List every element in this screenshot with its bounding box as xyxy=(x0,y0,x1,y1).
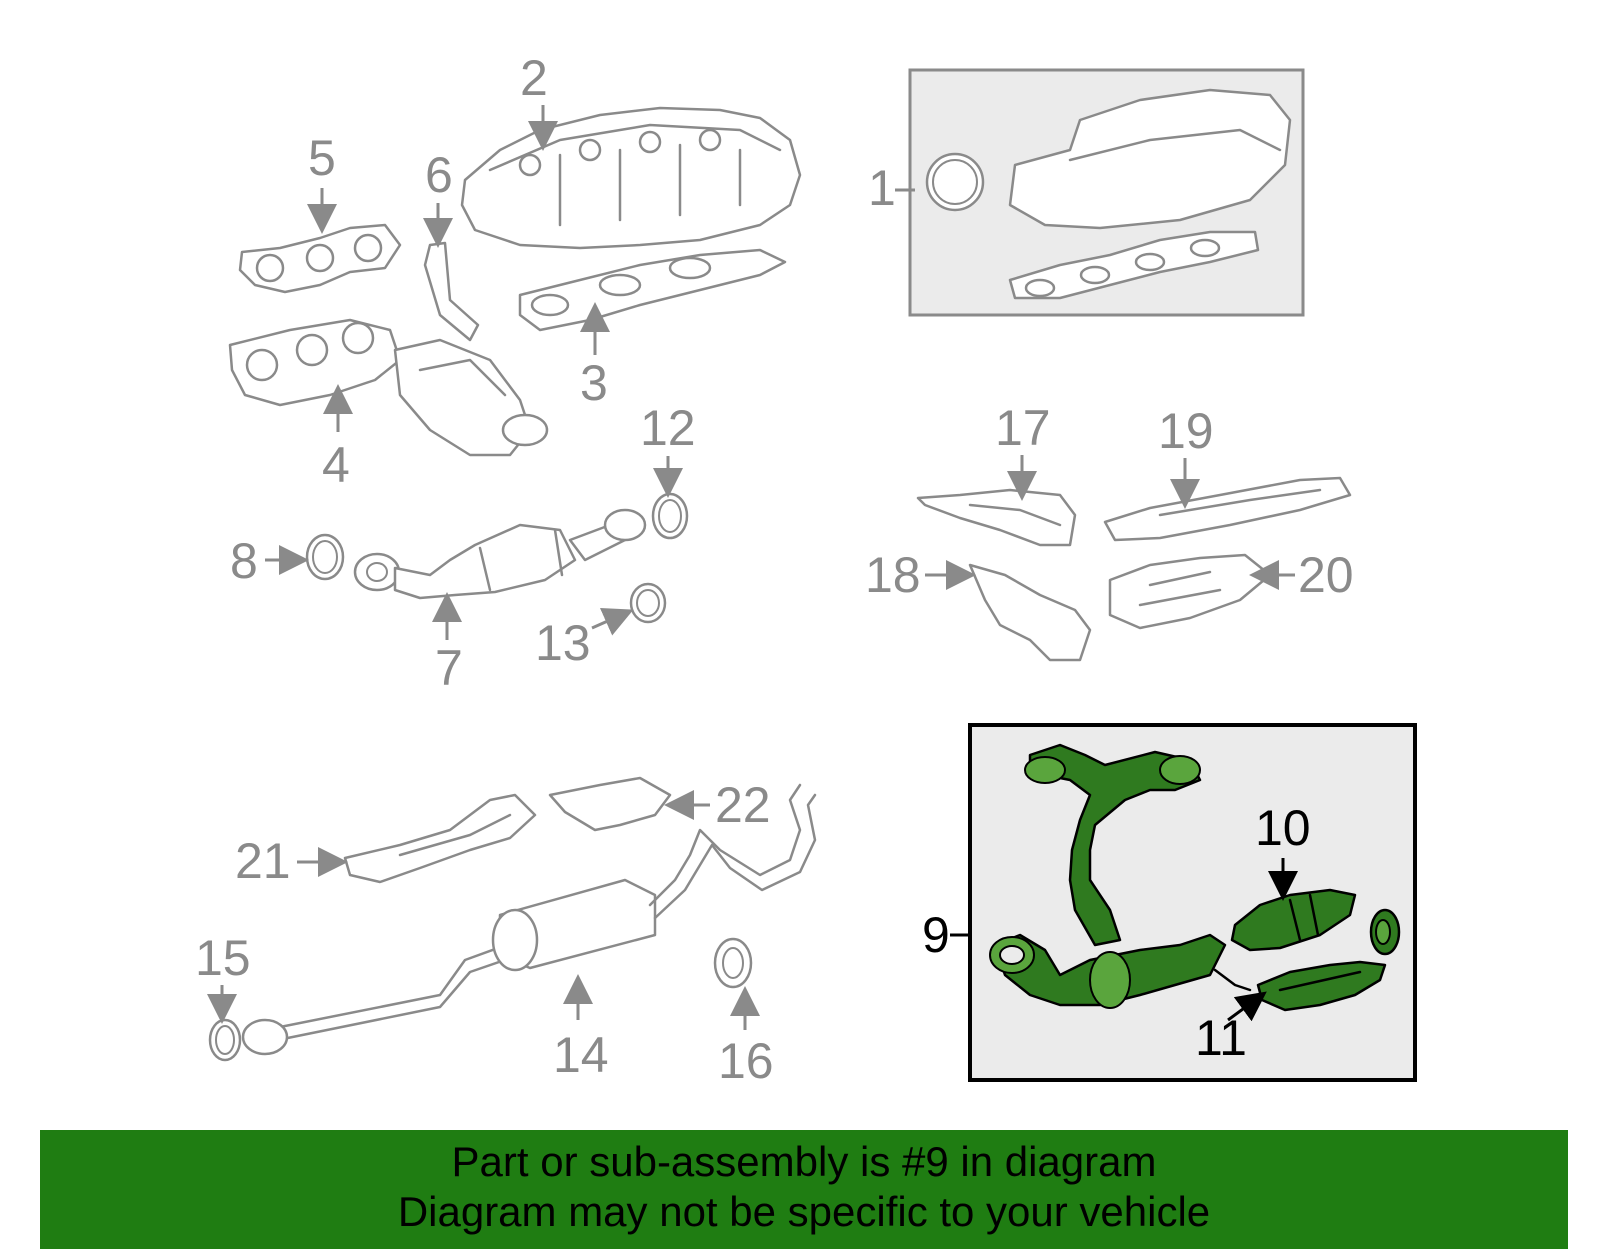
intake-assembly-box[interactable] xyxy=(908,68,1305,317)
callout-6: 6 xyxy=(425,147,453,203)
callout-21: 21 xyxy=(235,833,291,889)
bracket-part[interactable] xyxy=(423,241,480,342)
front-converter-part[interactable] xyxy=(989,933,1252,1009)
callout-11: 11 xyxy=(1195,1010,1247,1066)
banner-line-1: Part or sub-assembly is #9 in diagram xyxy=(451,1138,1157,1185)
gasket-15-part[interactable] xyxy=(208,1018,242,1062)
callout-18: 18 xyxy=(865,547,921,603)
muffler-part[interactable] xyxy=(241,783,817,1056)
callout-8: 8 xyxy=(230,533,258,589)
banner-line-2: Diagram may not be specific to your vehi… xyxy=(397,1188,1211,1235)
callout-15: 15 xyxy=(195,930,251,986)
callout-16: 16 xyxy=(718,1033,774,1089)
heat-shield-21-part[interactable] xyxy=(343,793,537,884)
callout-14: 14 xyxy=(553,1027,609,1083)
callout-17: 17 xyxy=(995,400,1051,456)
front-pipe-part[interactable] xyxy=(353,508,647,600)
heat-shield-19-part[interactable] xyxy=(1103,476,1352,542)
callout-4: 4 xyxy=(322,437,350,493)
leader-11 xyxy=(1227,991,1267,1022)
y-pipe-part[interactable] xyxy=(1024,743,1202,947)
manifold-gasket-part[interactable] xyxy=(518,248,787,332)
callout-7: 7 xyxy=(435,640,463,696)
gasket-12-part[interactable] xyxy=(651,492,689,540)
highlighted-assembly-box[interactable] xyxy=(968,723,1417,1082)
shield-11-part[interactable] xyxy=(1256,960,1387,1012)
callout-9: 9 xyxy=(922,907,950,963)
hanger-16-part[interactable] xyxy=(713,937,753,989)
heat-shield-17-part[interactable] xyxy=(916,488,1077,547)
callout-1: 1 xyxy=(868,160,896,216)
gasket-8-part[interactable] xyxy=(305,533,345,581)
callout-19: 19 xyxy=(1158,403,1214,459)
callout-3: 3 xyxy=(580,355,608,411)
callout-2: 2 xyxy=(520,50,548,106)
leader-13 xyxy=(591,608,634,636)
intake-manifold-part[interactable] xyxy=(460,106,802,250)
callout-12: 12 xyxy=(640,400,696,456)
exhaust-gasket-part[interactable] xyxy=(238,223,402,294)
gasket-13-part[interactable] xyxy=(629,582,667,624)
callout-10: 10 xyxy=(1255,800,1311,856)
callout-20: 20 xyxy=(1298,547,1354,603)
converter-10-part[interactable] xyxy=(1230,888,1401,956)
callout-5: 5 xyxy=(308,130,336,186)
exhaust-manifold-part[interactable] xyxy=(228,318,549,457)
heat-shield-20-part[interactable] xyxy=(1108,553,1272,630)
heat-shield-22-part[interactable] xyxy=(548,776,672,832)
callout-22: 22 xyxy=(715,777,771,833)
heat-shield-18-part[interactable] xyxy=(968,563,1092,662)
info-banner: Part or sub-assembly is #9 in diagram Di… xyxy=(40,1130,1568,1249)
callout-13: 13 xyxy=(535,615,591,671)
